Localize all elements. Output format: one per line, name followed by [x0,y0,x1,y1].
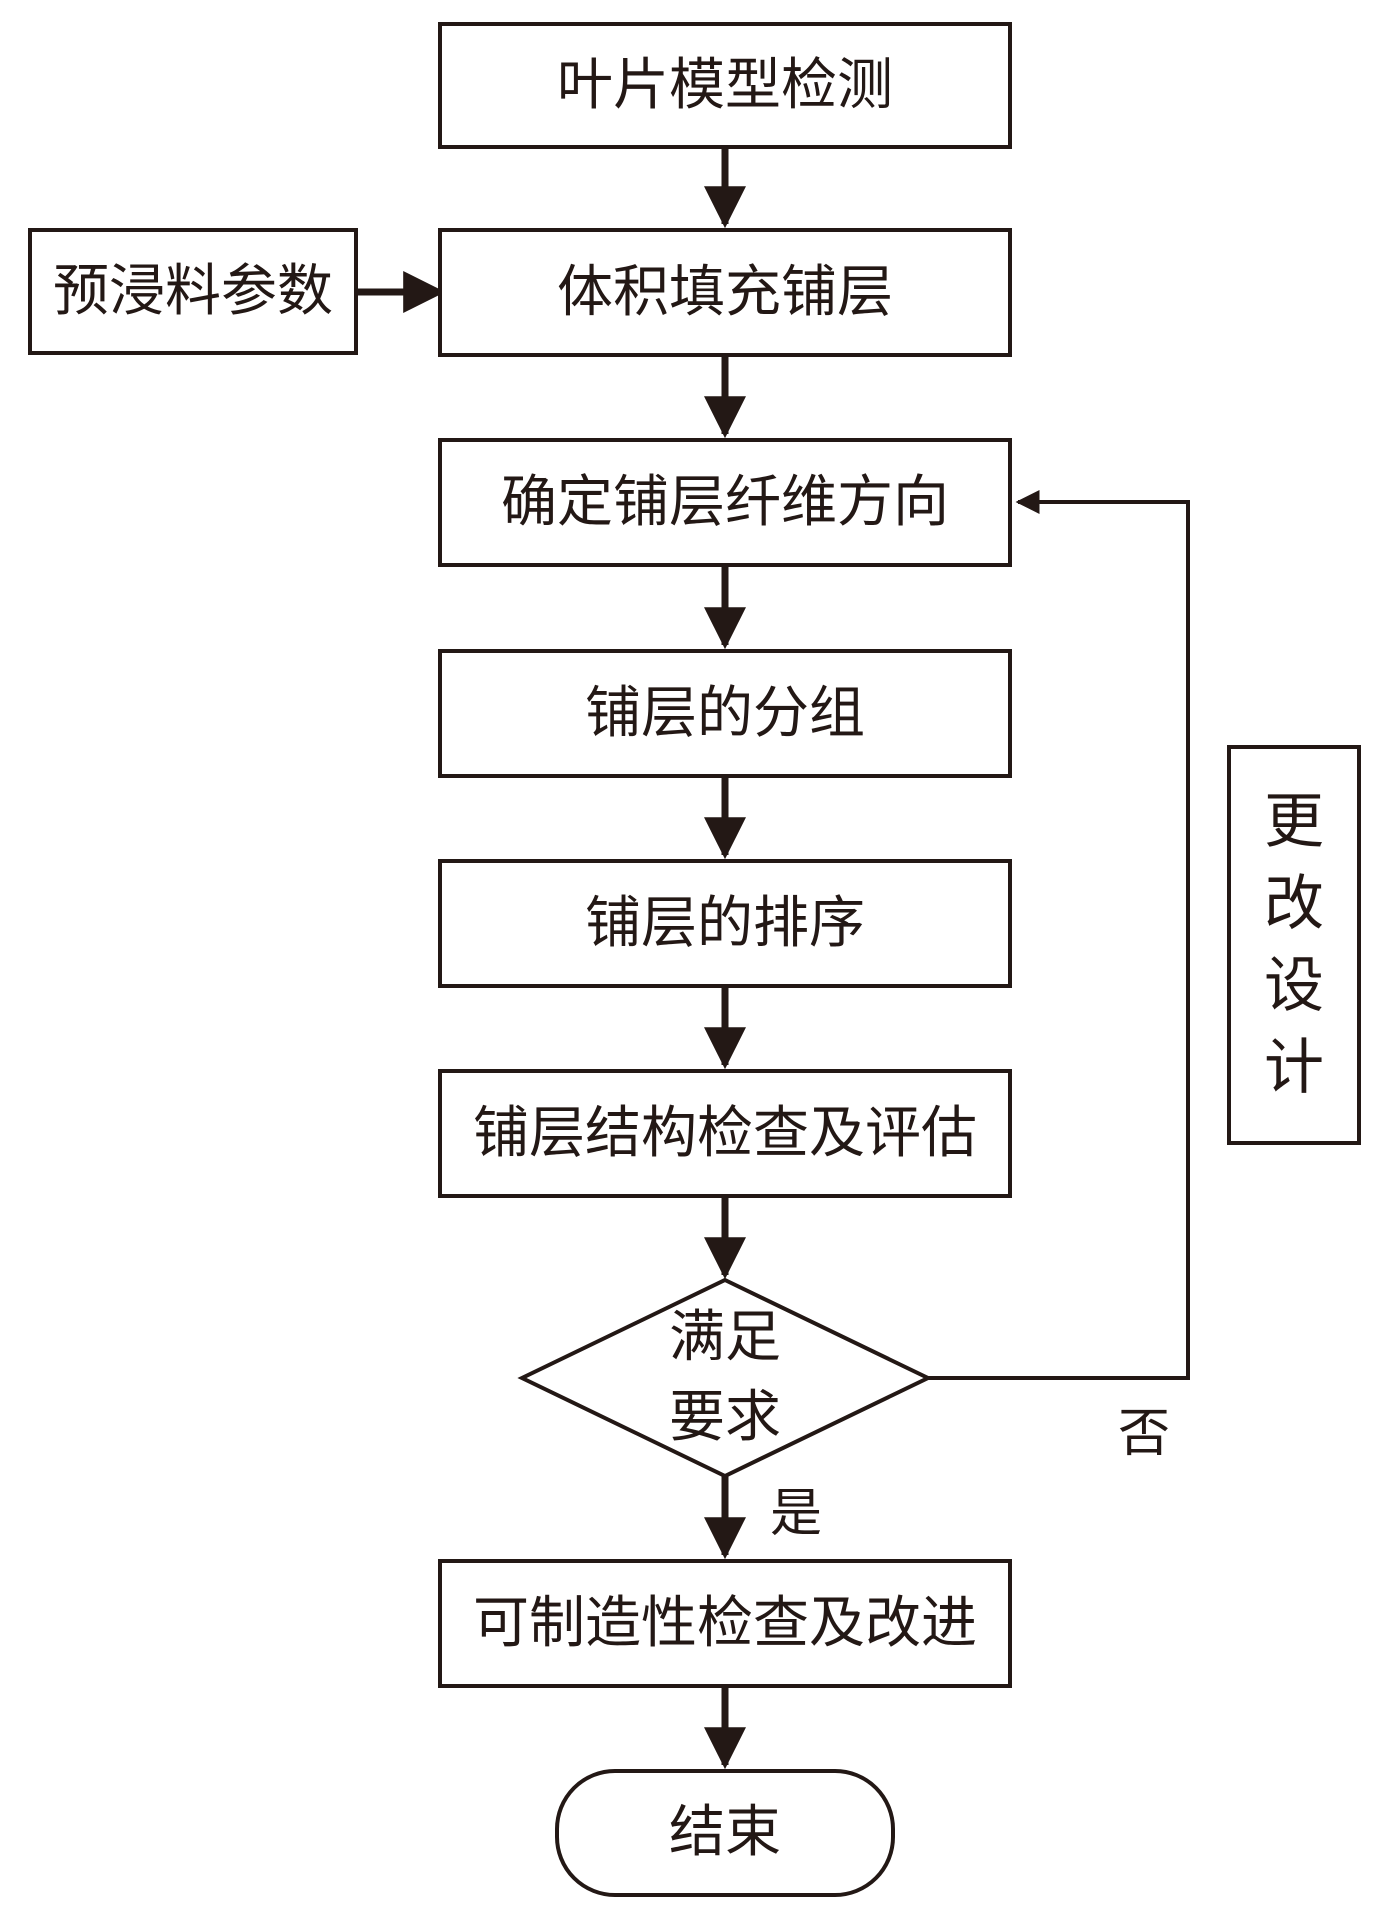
node-redesign-char-4: 计 [1264,1033,1324,1103]
node-sort: 铺层的排序 [438,859,1012,988]
node-evaluate: 铺层结构检查及评估 [438,1069,1012,1198]
node-inspect: 叶片模型检测 [438,22,1012,149]
node-group: 铺层的分组 [438,649,1012,778]
node-fill: 体积填充铺层 [438,228,1012,357]
node-prepreg: 预浸料参数 [28,228,358,355]
decision-label-line1: 满足 [669,1305,781,1370]
node-prepreg-label: 预浸料参数 [53,258,333,324]
decision-label: 满足 要求 [625,1298,825,1458]
decision-label-line2: 要求 [669,1385,781,1450]
node-redesign-char-2: 改 [1264,869,1324,939]
node-redesign: 更 改 设 计 [1227,745,1361,1145]
node-inspect-label: 叶片模型检测 [557,52,893,118]
node-end-label: 结束 [669,1800,781,1865]
node-fiber: 确定铺层纤维方向 [438,438,1012,567]
node-evaluate-label: 铺层结构检查及评估 [473,1100,977,1166]
node-fiber-label: 确定铺层纤维方向 [501,469,949,535]
yes-label: 是 [770,1484,823,1544]
node-manufacture: 可制造性检查及改进 [438,1559,1012,1688]
node-fill-label: 体积填充铺层 [557,259,893,325]
node-sort-label: 铺层的排序 [585,890,865,956]
node-manufacture-label: 可制造性检查及改进 [473,1590,977,1656]
node-redesign-char-3: 设 [1264,951,1324,1021]
node-end: 结束 [555,1769,895,1897]
decision-diamond [517,1277,933,1479]
no-label: 否 [1118,1404,1171,1464]
node-redesign-char-1: 更 [1264,787,1324,857]
arrow-feedback-loop [928,490,1190,1380]
node-group-label: 铺层的分组 [585,680,865,746]
